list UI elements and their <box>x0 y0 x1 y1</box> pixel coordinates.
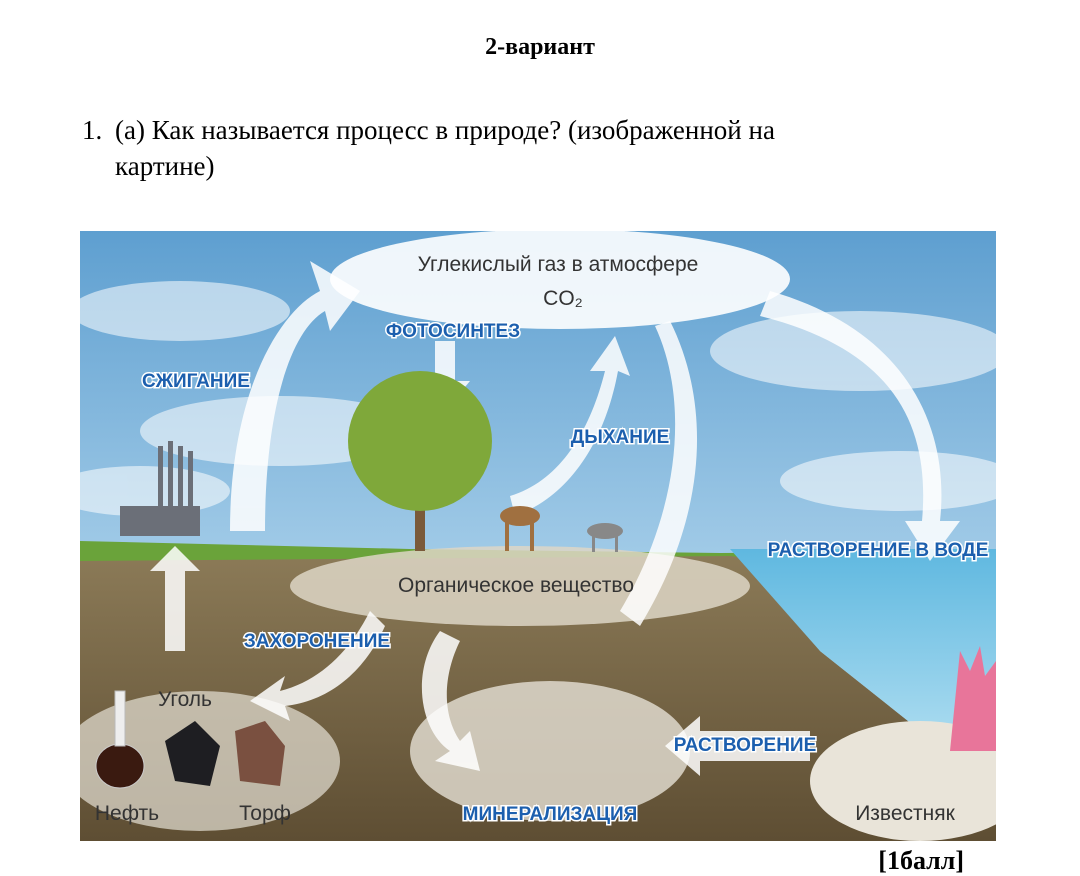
label-co2: CO₂ <box>543 287 583 310</box>
label-burial: ЗАХОРОНЕНИЕ <box>244 631 390 652</box>
label-organic: Органическое вещество <box>398 574 634 597</box>
question-number: 1. <box>82 115 103 145</box>
factory-icon <box>120 441 200 536</box>
oil-flask-icon <box>95 690 145 789</box>
score-label: [1балл] <box>878 846 964 875</box>
label-oil: Нефть <box>95 802 159 825</box>
coal-icon <box>165 721 220 786</box>
variant-title: 2-вариант <box>485 34 595 60</box>
label-respiration: ДЫХАНИЕ <box>571 427 670 448</box>
question-text-line1: (а) Как называется процесс в природе? (и… <box>115 115 775 145</box>
label-dissolution-water: РАСТВОРЕНИЕ В ВОДЕ <box>768 540 989 561</box>
coral-icon <box>950 646 996 751</box>
carbon-cycle-diagram: Углекислый газ в атмосфере CO₂ ФОТОСИНТЕ… <box>80 231 996 841</box>
label-peat: Торф <box>239 802 291 825</box>
label-photosynthesis: ФОТОСИНТЕЗ <box>386 321 520 342</box>
tree-icon <box>348 371 492 551</box>
question-1: 1. (а) Как называется процесс в природе? … <box>82 112 982 184</box>
label-limestone: Известняк <box>855 802 955 825</box>
label-atmosphere: Углекислый газ в атмосфере <box>418 253 699 276</box>
wolf-icon <box>587 523 623 552</box>
label-dissolution: РАСТВОРЕНИЕ <box>674 735 817 756</box>
microbes-area <box>410 681 690 821</box>
deer-icon <box>500 506 540 551</box>
limestone-area <box>810 721 996 841</box>
label-mineralization: МИНЕРАЛИЗАЦИЯ <box>463 804 638 825</box>
label-coal: Уголь <box>158 688 212 711</box>
peat-icon <box>235 721 285 786</box>
label-combustion: СЖИГАНИЕ <box>142 371 250 392</box>
question-text-line2: картине) <box>115 151 215 181</box>
atmosphere-cloud <box>330 231 790 329</box>
